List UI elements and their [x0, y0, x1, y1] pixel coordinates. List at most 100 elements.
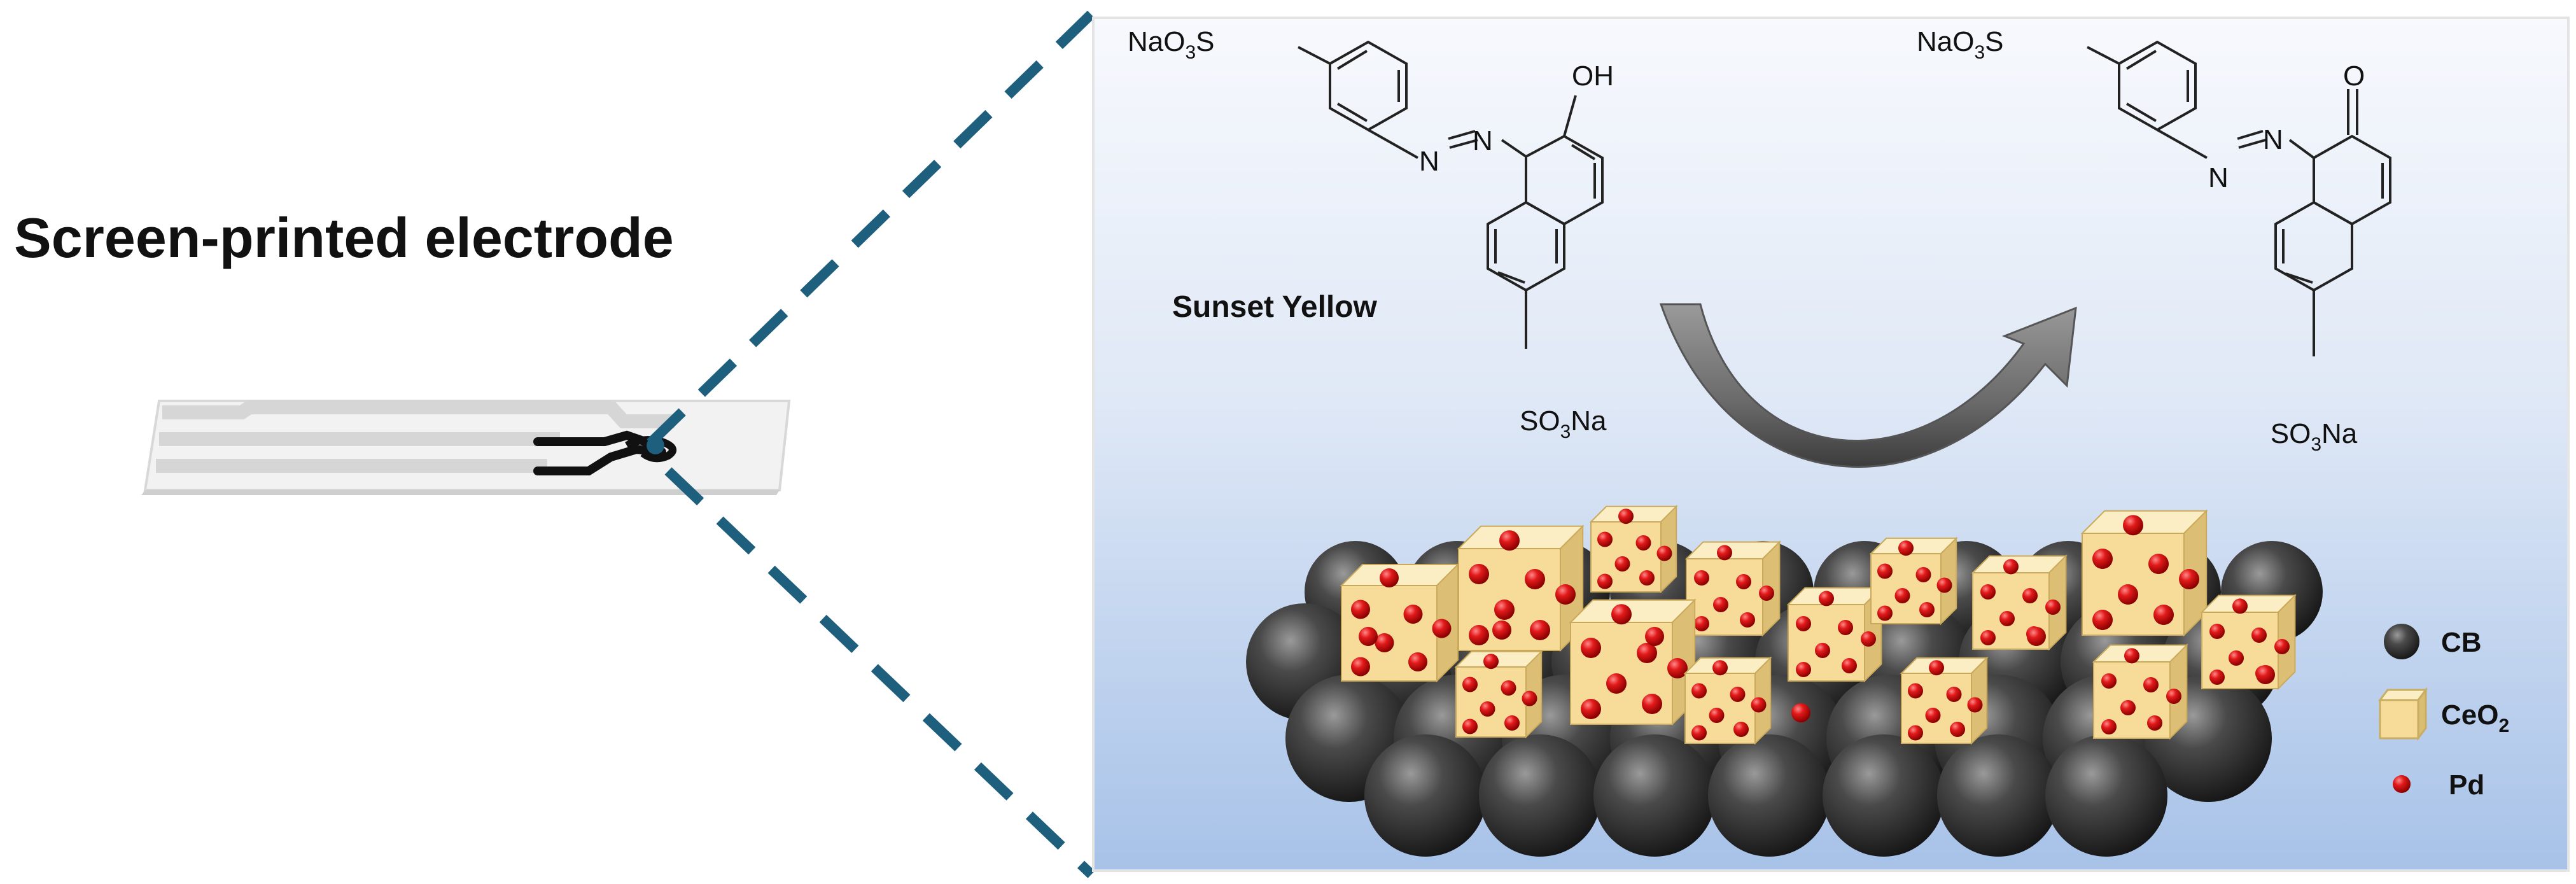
pd-nanoparticle [1815, 643, 1830, 658]
pd-nanoparticle [1408, 652, 1427, 671]
pd-nanoparticle [2124, 648, 2139, 664]
svg-text:NaO3S: NaO3S [1917, 26, 2004, 63]
pd-nanoparticle [1639, 570, 1655, 586]
pd-nanoparticle [1462, 677, 1478, 692]
svg-text:SO3Na: SO3Na [1520, 405, 1607, 442]
pd-nanoparticle [1667, 658, 1688, 678]
legend: CB CeO2 Pd [2378, 624, 2509, 801]
pd-nanoparticle [1842, 658, 1857, 673]
ceo2-cube [1683, 656, 1772, 745]
pd-nanoparticle [1936, 577, 1952, 593]
ceo2-cube-layer [1340, 505, 2297, 745]
pd-nanoparticle [1925, 708, 1941, 723]
pd-nanoparticle [2251, 628, 2267, 643]
pd-nanoparticle [1555, 584, 1576, 605]
pd-nanoparticle [1999, 611, 2015, 626]
svg-text:O: O [2343, 60, 2365, 92]
pd-nanoparticle [1462, 719, 1478, 734]
pd-nanoparticle [1691, 683, 1707, 699]
ceo2-cube [1589, 505, 1678, 594]
pd-nanoparticle [2232, 598, 2248, 614]
svg-text:N: N [1419, 146, 1439, 177]
pd-nanoparticle [1581, 699, 1601, 719]
pd-nanoparticle [1403, 605, 1423, 624]
pd-nanoparticle [1618, 509, 1634, 524]
svg-text:SO3Na: SO3Na [2271, 418, 2358, 455]
electrode-title: Screen-printed electrode [14, 206, 674, 269]
pd-nanoparticle [1359, 627, 1378, 646]
pd-nanoparticle [2209, 624, 2225, 639]
ceo2-cube [1786, 586, 1883, 683]
pd-nanoparticle [1709, 708, 1725, 723]
pd-nanoparticle [1483, 654, 1499, 670]
ceo2-cube [2200, 594, 2297, 691]
pd-nanoparticle [1796, 662, 1811, 677]
pd-nanoparticle [2120, 700, 2136, 715]
pd-nanoparticle [1908, 725, 1923, 741]
pd-nanoparticle [1796, 616, 1811, 631]
pd-nanoparticle [2153, 605, 2174, 625]
pd-nanoparticle [2143, 677, 2159, 692]
reaction-arrow [1659, 303, 2077, 468]
pd-nanoparticle [1712, 660, 1728, 676]
legend-pd-symbol [2393, 775, 2411, 793]
pd-nanoparticle [2027, 627, 2046, 646]
ceo2-cube [2092, 643, 2188, 740]
pd-nanoparticle [1838, 620, 1853, 635]
pd-nanoparticle [2274, 639, 2290, 654]
pd-nanoparticle [1637, 643, 1657, 663]
pd-nanoparticle [1919, 602, 1935, 617]
pd-nanoparticle [2003, 559, 2019, 575]
pd-nanoparticle [1351, 600, 1370, 619]
pd-nanoparticle [2147, 715, 2162, 731]
pd-nanoparticle [1635, 535, 1651, 551]
pd-nanoparticle [1656, 545, 1672, 561]
pd-nanoparticle [1525, 569, 1545, 589]
pd-nanoparticle [2092, 610, 2113, 630]
sunset-yellow-labels: NaO3S OH N N SO3Na Sunset Yellow [1128, 26, 1614, 442]
pd-nanoparticle [1375, 633, 1394, 652]
pd-nanoparticle [1736, 574, 1751, 589]
legend-cb-label: CB [2441, 627, 2482, 658]
svg-text:NaO3S: NaO3S [1128, 26, 1215, 63]
pd-nanoparticle [2045, 600, 2061, 615]
pd-nanoparticle [1877, 605, 1893, 621]
pd-nanoparticle [2101, 719, 2117, 734]
legend-cb-symbol [2384, 624, 2419, 659]
cb-sphere [1479, 734, 1601, 857]
cb-sphere [1593, 734, 1716, 857]
cb-sphere [1937, 734, 2059, 857]
pd-nanoparticle [2022, 588, 2038, 603]
svg-text:N: N [2208, 162, 2229, 193]
pd-nanoparticle [1861, 631, 1876, 647]
ceo2-cube [1684, 540, 1781, 637]
pd-nanoparticle [1980, 584, 1996, 600]
screen-printed-electrode [141, 400, 791, 495]
pd-nanoparticle [2179, 569, 2199, 589]
pd-nanoparticle [1819, 591, 1834, 607]
pd-nanoparticle [1645, 627, 1664, 646]
ceo2-cube [1340, 563, 1460, 683]
pd-nanoparticle [1730, 687, 1746, 702]
ceo2-cube [1569, 598, 1697, 726]
legend-pd-label: Pd [2449, 769, 2484, 801]
pd-nanoparticle [1759, 586, 1774, 601]
ceo2-cube [1971, 554, 2068, 651]
pd-nanoparticle [2209, 670, 2225, 685]
pd-nanoparticle [1717, 545, 1732, 561]
pd-nanoparticle [1492, 621, 1511, 640]
pd-nanoparticle [1694, 616, 1709, 631]
svg-text:N: N [2263, 124, 2283, 155]
pd-nanoparticle [1751, 697, 1767, 713]
legend-ceo2-label: CeO2 [2441, 699, 2509, 736]
sunset-yellow-structure [1298, 40, 1604, 349]
pd-nanoparticle [1501, 680, 1516, 696]
pd-nanoparticle [1980, 630, 1996, 645]
pd-nanoparticle [2123, 515, 2143, 536]
cb-sphere [2045, 734, 2167, 857]
legend-ceo2-symbol [2378, 687, 2428, 741]
pd-nanoparticle [1877, 563, 1893, 579]
pd-nanoparticle [2118, 584, 2138, 605]
pd-nanoparticle [2256, 665, 2275, 684]
